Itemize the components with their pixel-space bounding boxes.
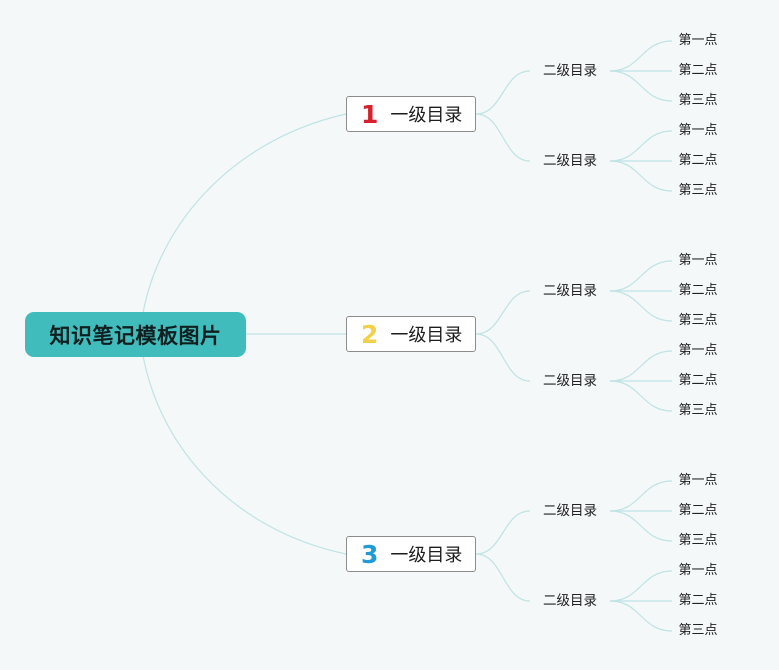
point-item[interactable]: 第三点 [678, 313, 718, 328]
level2-topic[interactable]: 二级目录 [543, 63, 597, 79]
connector-level1-level2 [475, 510, 531, 555]
connector-level2-point [609, 350, 673, 382]
connector-level2-point [609, 600, 673, 632]
central-topic[interactable]: 知识笔记模板图片 [25, 312, 246, 357]
point-item[interactable]: 第二点 [678, 283, 718, 298]
connector-level2-point [609, 70, 673, 102]
level2-topic[interactable]: 二级目录 [543, 283, 597, 299]
point-item[interactable]: 第三点 [678, 623, 718, 638]
point-item[interactable]: 第一点 [678, 253, 718, 268]
point-item[interactable]: 第二点 [678, 153, 718, 168]
level2-topic[interactable]: 二级目录 [543, 153, 597, 169]
connector-level2-point [609, 260, 673, 292]
point-item[interactable]: 第一点 [678, 33, 718, 48]
connector-level2-point [609, 40, 673, 72]
connector-level1-level2 [475, 333, 531, 382]
connector-root-branch-1 [139, 113, 347, 335]
level2-topic[interactable]: 二级目录 [543, 503, 597, 519]
central-topic-label: 知识笔记模板图片 [49, 323, 222, 348]
point-item[interactable]: 第一点 [678, 343, 718, 358]
level1-topic-1[interactable]: 1 一级目录 [346, 96, 476, 132]
level1-topic-3[interactable]: 3 一级目录 [346, 536, 476, 572]
point-item[interactable]: 第二点 [678, 373, 718, 388]
connector-level1-level2 [475, 70, 531, 115]
level1-label: 一级目录 [390, 325, 463, 346]
connector-level2-point [609, 480, 673, 512]
connector-level2-point [609, 570, 673, 602]
number-badge-1: 1 [361, 99, 379, 129]
connector-level2-point [609, 160, 673, 192]
point-item[interactable]: 第二点 [678, 63, 718, 78]
point-item[interactable]: 第三点 [678, 403, 718, 418]
point-item[interactable]: 第三点 [678, 93, 718, 108]
connector-level2-point [609, 510, 673, 542]
level1-label: 一级目录 [390, 105, 463, 126]
point-item[interactable]: 第一点 [678, 473, 718, 488]
level1-topic-2[interactable]: 2 一级目录 [346, 316, 476, 352]
connector-level2-point [609, 130, 673, 162]
point-item[interactable]: 第三点 [678, 183, 718, 198]
point-item[interactable]: 第三点 [678, 533, 718, 548]
connector-root-branch-3 [139, 333, 347, 555]
level2-topic[interactable]: 二级目录 [543, 593, 597, 609]
connector-level1-level2 [475, 290, 531, 335]
connector-level2-point [609, 290, 673, 322]
point-item[interactable]: 第二点 [678, 593, 718, 608]
point-item[interactable]: 第一点 [678, 123, 718, 138]
number-badge-2: 2 [361, 319, 379, 349]
point-item[interactable]: 第一点 [678, 563, 718, 578]
connector-level1-level2 [475, 113, 531, 162]
level2-topic[interactable]: 二级目录 [543, 373, 597, 389]
point-item[interactable]: 第二点 [678, 503, 718, 518]
level1-label: 一级目录 [390, 545, 463, 566]
connector-level2-point [609, 380, 673, 412]
number-badge-3: 3 [361, 539, 379, 569]
connector-level1-level2 [475, 553, 531, 602]
